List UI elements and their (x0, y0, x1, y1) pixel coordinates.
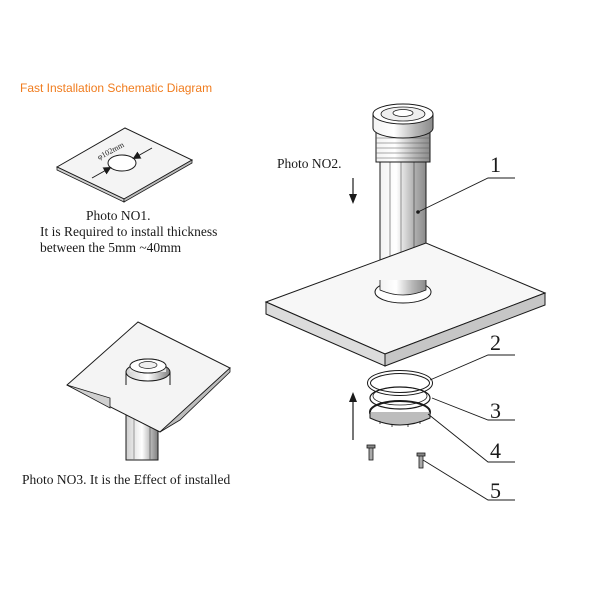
photo2-caption: Photo NO2. (277, 156, 342, 171)
callout-4: 4 (490, 438, 501, 463)
photo3-caption: Photo NO3. It is the Effect of installed (22, 472, 231, 487)
screws (366, 444, 426, 469)
callout-5: 5 (490, 478, 501, 503)
up-arrow (349, 392, 357, 440)
callout-leaders (417, 177, 515, 501)
photo1-caption-line2: It is Required to install thickness (40, 224, 218, 239)
diagram-title: Fast Installation Schematic Diagram (20, 81, 213, 95)
photo3-installed (66, 321, 231, 461)
callout-2: 2 (490, 330, 501, 355)
photo1-plate (55, 127, 194, 203)
table-panel (264, 242, 547, 367)
down-arrow (349, 178, 357, 204)
fixing-rings (367, 370, 433, 427)
callout-1: 1 (490, 152, 501, 177)
photo1-caption-line3: between the 5mm ~40mm (40, 240, 182, 255)
callout-3: 3 (490, 398, 501, 423)
photo1-caption-line1: Photo NO1. (86, 208, 151, 223)
